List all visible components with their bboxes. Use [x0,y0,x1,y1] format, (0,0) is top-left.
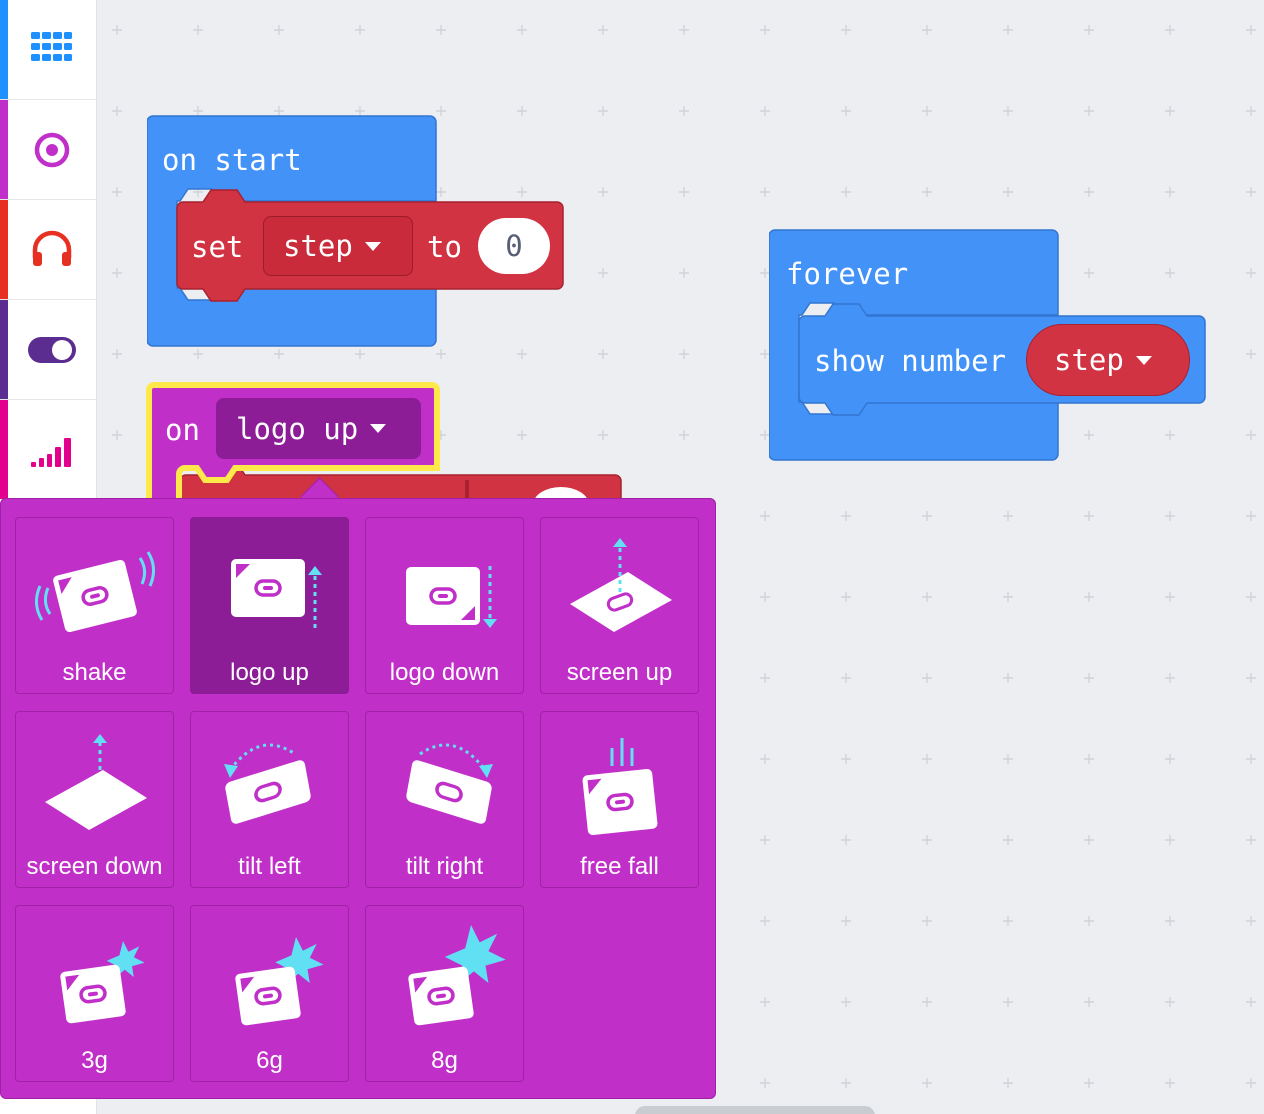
gesture-option-6g[interactable]: 6g [190,905,349,1082]
logo-up-icon [231,559,322,628]
option-label: free fall [580,853,659,880]
screen-down-icon [45,734,147,830]
category-basic[interactable] [0,0,96,100]
on-label: on [165,413,200,447]
variable-dropdown-step[interactable]: step [263,216,413,276]
forever-label: forever [786,257,909,291]
variable-name: step [1054,343,1124,377]
option-label: screen up [566,659,673,686]
option-label: 3g [81,1047,108,1074]
category-stripe [0,300,8,399]
chevron-down-icon [1135,355,1152,365]
gesture-option-screen-up[interactable]: screen up [540,517,699,694]
category-stripe [0,100,8,199]
chevron-down-icon [370,424,387,433]
category-stripe [0,0,8,99]
6g-icon [235,937,324,1026]
option-label: tilt right [405,853,484,880]
option-label: shake [62,659,127,686]
gesture-option-tilt-left[interactable]: tilt left [190,711,349,888]
category-music[interactable] [0,200,96,300]
on-start-label: on start [162,143,302,177]
gesture-option-3g[interactable]: 3g [15,905,174,1082]
gesture-option-free-fall[interactable]: free fall [540,711,699,888]
variable-reporter-step[interactable]: step [1026,324,1190,396]
gesture-option-8g[interactable]: 8g [365,905,524,1082]
category-led[interactable] [0,300,96,400]
target-icon [34,132,70,168]
gesture-option-logo-down[interactable]: logo down [365,517,524,694]
signal-bars-icon [31,438,71,467]
category-input[interactable] [0,100,96,200]
show-number-label: show number [814,344,1007,378]
toggle-icon [28,337,76,363]
tilt-left-icon [224,743,311,824]
option-label: logo up [230,659,309,686]
category-stripe [0,400,8,499]
category-stripe [0,200,8,299]
headphones-icon [32,230,72,266]
gesture-option-tilt-right[interactable]: tilt right [365,711,524,888]
gesture-value: logo up [236,411,359,446]
gesture-option-logo-up[interactable]: logo up [190,517,349,694]
variable-name: step [283,229,353,263]
logo-down-icon [406,566,497,628]
blocks-workspace[interactable]: on start set step to 0 forever show numb… [97,0,1264,1114]
grid-icon [31,32,72,61]
free-fall-icon [582,738,658,835]
set-label: set [191,230,244,264]
tilt-right-icon [406,743,493,824]
chevron-down-icon [364,241,381,251]
option-label: 6g [256,1047,283,1074]
category-radio[interactable] [0,400,96,500]
gesture-dropdown-menu: shake logo up logo down screen up screen… [0,498,716,1099]
8g-icon [408,925,506,1026]
3g-icon [60,941,145,1024]
option-label: tilt left [238,853,301,880]
number-input[interactable]: 0 [478,218,550,274]
shake-icon [35,551,155,633]
option-label: screen down [26,853,163,880]
to-label: to [427,230,462,264]
option-label: 8g [431,1047,458,1074]
screen-up-icon [570,538,672,632]
option-label: logo down [389,659,500,686]
horizontal-scrollbar[interactable] [635,1106,875,1114]
gesture-dropdown[interactable]: logo up [216,398,421,459]
gesture-option-shake[interactable]: shake [15,517,174,694]
gesture-option-screen-down[interactable]: screen down [15,711,174,888]
